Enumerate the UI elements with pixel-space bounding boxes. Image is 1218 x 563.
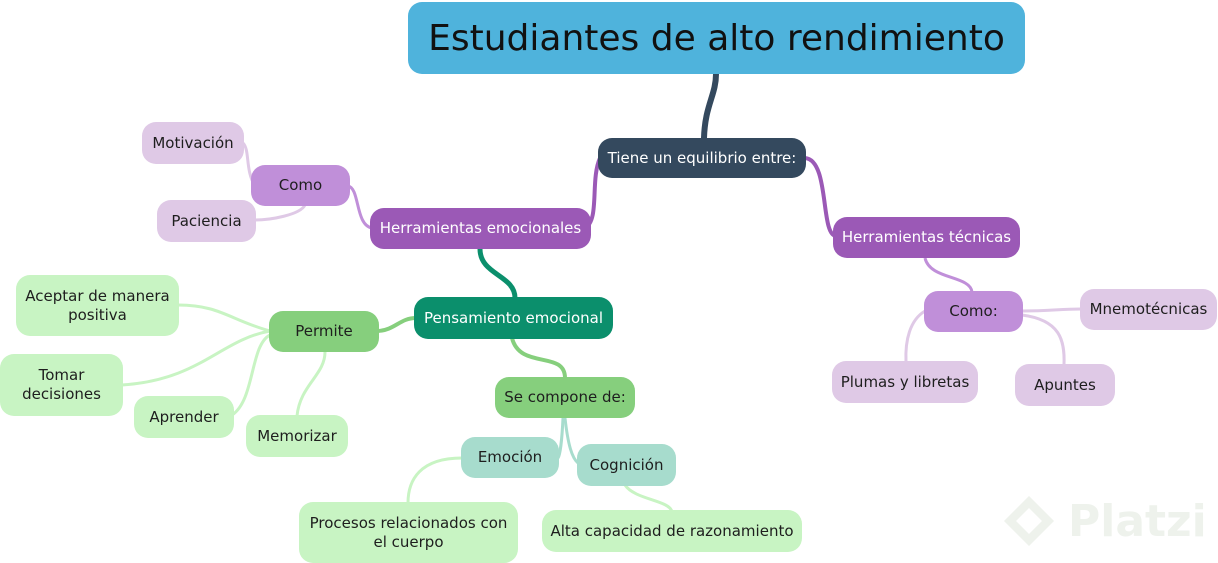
emotional-como-node: Como bbox=[251, 165, 350, 206]
link-como-paciencia bbox=[254, 204, 307, 222]
motivacion-node: Motivación bbox=[142, 122, 244, 164]
emocion-node: Emoción bbox=[461, 437, 559, 478]
pensamiento-emocional-node: Pensamiento emocional bbox=[414, 297, 613, 339]
link-permite-aceptar bbox=[177, 303, 271, 333]
link-permite-aprender bbox=[231, 333, 271, 417]
link-pensamiento-permite bbox=[377, 316, 417, 333]
plumas-libretas-node: Plumas y libretas bbox=[832, 361, 978, 403]
tomar-line-2: decisiones bbox=[22, 385, 101, 403]
aceptar-line-1: Aceptar de manera bbox=[25, 286, 170, 305]
link-hub-technical bbox=[804, 156, 837, 238]
platzi-watermark-text: Platzi bbox=[1068, 495, 1207, 547]
link-cognicion-detail bbox=[623, 484, 674, 513]
platzi-watermark: Platzi bbox=[1000, 486, 1210, 556]
link-root-hub bbox=[701, 71, 719, 141]
link-permite-memorizar bbox=[295, 351, 327, 417]
mnemotecnicas-node: Mnemotécnicas bbox=[1080, 289, 1217, 330]
root-title: Estudiantes de alto rendimiento bbox=[408, 2, 1025, 74]
link-como-mnemo bbox=[1021, 307, 1082, 313]
link-pensamiento-secompone bbox=[510, 337, 567, 379]
link-como-plumas bbox=[904, 309, 926, 363]
link-secompone-cognicion bbox=[563, 417, 580, 465]
cognicion-node: Cognición bbox=[577, 444, 676, 486]
technical-como-node: Como: bbox=[924, 291, 1023, 332]
permite-node: Permite bbox=[269, 311, 379, 352]
hub-node: Tiene un equilibrio entre: bbox=[598, 138, 806, 178]
link-emotional-pensamiento bbox=[477, 248, 518, 299]
se-compone-node: Se compone de: bbox=[495, 377, 635, 418]
aceptar-node: Aceptar de manera positiva bbox=[16, 275, 179, 336]
link-emocion-detail bbox=[406, 456, 463, 504]
emotional-tools-node: Herramientas emocionales bbox=[370, 208, 591, 249]
procesos-cuerpo-node: Procesos relacionados con el cuerpo bbox=[299, 502, 518, 563]
technical-tools-node: Herramientas técnicas bbox=[833, 217, 1020, 258]
link-emotional-como bbox=[347, 184, 373, 230]
procesos-line-1: Procesos relacionados con bbox=[309, 513, 508, 532]
platzi-logo-icon bbox=[1004, 496, 1054, 546]
alta-capacidad-node: Alta capacidad de razonamiento bbox=[542, 510, 802, 552]
link-permite-tomar bbox=[121, 329, 271, 387]
tomar-line-1: Tomar bbox=[38, 366, 85, 384]
aprender-node: Aprender bbox=[134, 396, 234, 438]
paciencia-node: Paciencia bbox=[157, 200, 256, 242]
link-technical-como bbox=[923, 257, 974, 293]
apuntes-node: Apuntes bbox=[1015, 364, 1115, 406]
tomar-decisiones-node: Tomar decisiones bbox=[0, 354, 123, 416]
aceptar-line-2: positiva bbox=[68, 305, 127, 324]
procesos-line-2: el cuerpo bbox=[373, 532, 444, 551]
memorizar-node: Memorizar bbox=[246, 415, 348, 457]
link-como-apuntes bbox=[1021, 313, 1066, 366]
